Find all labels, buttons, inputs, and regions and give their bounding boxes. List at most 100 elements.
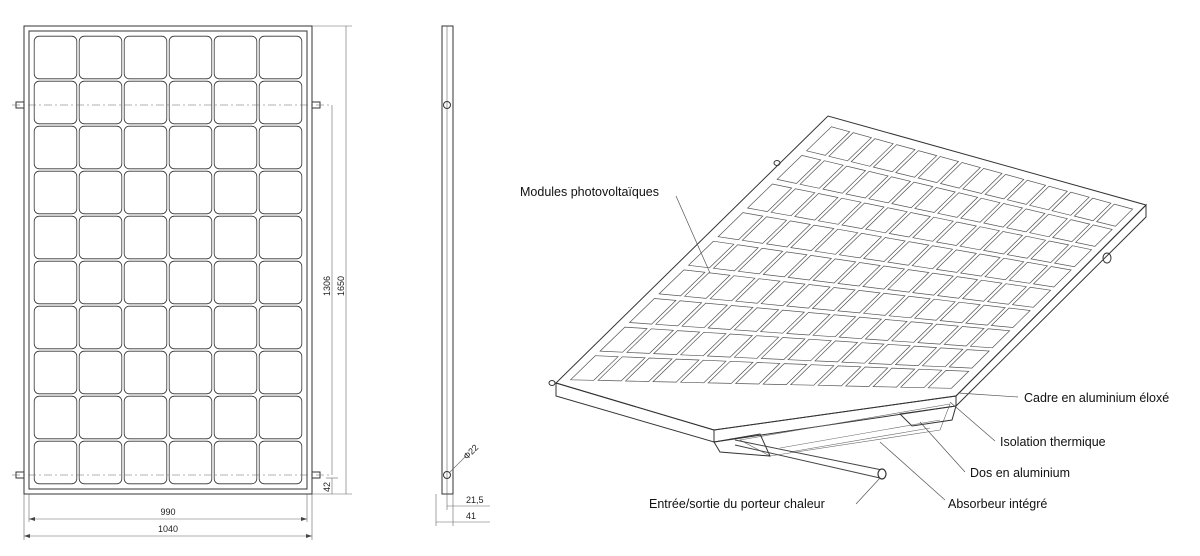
iso-cell	[927, 370, 970, 389]
front-cell	[258, 260, 303, 305]
iso-cell	[943, 326, 985, 347]
iso-cell	[687, 240, 735, 269]
iso-cell	[762, 363, 808, 385]
iso-cell	[814, 340, 859, 363]
iso-cell	[868, 176, 912, 204]
front-cell	[213, 170, 258, 215]
iso-cell	[960, 197, 1001, 223]
front-cell	[258, 305, 303, 350]
iso-cell	[569, 355, 619, 381]
iso-cell	[862, 265, 906, 290]
iso-cell	[679, 331, 727, 357]
iso-cell	[1074, 224, 1113, 247]
iso-cell	[759, 309, 806, 334]
dim-990: 990	[160, 507, 175, 517]
front-cell	[78, 395, 123, 440]
front-cell	[33, 215, 78, 260]
iso-cell	[1032, 266, 1072, 288]
iso-cell	[986, 283, 1028, 305]
iso-pin	[1102, 252, 1112, 264]
front-cell	[78, 350, 123, 395]
front-cell	[213, 305, 258, 350]
iso-cell	[965, 304, 1006, 326]
label-heat-carrier-port: Entrée/sortie du porteur chaleur	[649, 497, 825, 511]
front-cell	[33, 260, 78, 305]
front-cell	[33, 350, 78, 395]
label-pv-modules: Modules photovoltaïques	[520, 185, 659, 199]
front-cell	[123, 440, 168, 485]
iso-cell	[626, 328, 675, 354]
iso-cell	[817, 365, 862, 387]
front-cell	[123, 215, 168, 260]
front-cell-grid	[33, 35, 303, 485]
front-cell	[258, 170, 303, 215]
iso-cell	[681, 302, 729, 329]
iso-cell	[984, 174, 1025, 200]
side-profile	[441, 25, 454, 495]
iso-cell	[1028, 213, 1068, 238]
iso-cell	[762, 251, 808, 278]
iso-cell	[1030, 240, 1070, 263]
front-cell	[33, 35, 78, 80]
iso-cell	[760, 337, 806, 360]
front-cell	[258, 80, 303, 125]
iso-cell	[654, 300, 703, 327]
label-aluminium-back: Dos en aluminium	[970, 466, 1070, 480]
iso-cell	[837, 290, 881, 314]
iso-cell	[812, 314, 857, 338]
iso-cell	[1005, 208, 1046, 233]
front-cell	[168, 125, 213, 170]
front-cell	[258, 350, 303, 395]
iso-cell	[765, 220, 811, 248]
front-cell	[168, 440, 213, 485]
front-cell	[33, 395, 78, 440]
side-pipe-top	[443, 101, 451, 109]
front-cell	[33, 125, 78, 170]
iso-cell	[735, 278, 781, 304]
front-cell	[123, 395, 168, 440]
front-cell	[33, 170, 78, 215]
front-cell	[168, 170, 213, 215]
iso-cell	[864, 207, 908, 234]
front-cell	[123, 260, 168, 305]
front-cell	[123, 350, 168, 395]
front-cell	[78, 80, 123, 125]
side-pipe-bottom	[443, 471, 451, 479]
iso-cell	[812, 258, 857, 284]
iso-cell	[841, 342, 885, 364]
label-aluminium-frame: Cadre en aluminium éloxé	[1024, 391, 1169, 405]
iso-cell	[787, 338, 833, 362]
iso-cell	[935, 221, 978, 246]
front-cell	[258, 440, 303, 485]
dim-41: 41	[466, 511, 476, 521]
iso-cell	[628, 298, 677, 325]
front-cell	[168, 80, 213, 125]
insulation-block	[713, 433, 771, 457]
pipe-port	[877, 468, 887, 480]
iso-cell	[959, 226, 1001, 251]
iso-cell	[712, 244, 759, 272]
iso-cell	[1006, 235, 1047, 259]
leader-lines	[675, 195, 1019, 505]
iso-cell	[982, 231, 1024, 255]
iso-cell	[888, 295, 931, 319]
iso-cell	[787, 255, 833, 281]
iso-cell	[1051, 219, 1091, 242]
iso-cell	[1006, 179, 1047, 205]
iso-cell	[707, 305, 754, 330]
iso-cell	[914, 187, 956, 213]
front-cell	[33, 80, 78, 125]
iso-cell	[733, 307, 780, 332]
front-cell	[213, 440, 258, 485]
front-cell	[123, 125, 168, 170]
iso-cell	[990, 307, 1031, 328]
iso-cell	[707, 360, 754, 384]
front-cell	[33, 305, 78, 350]
iso-cell	[746, 183, 793, 212]
iso-cell	[770, 188, 816, 217]
iso-cell	[599, 326, 648, 353]
iso-cell	[652, 330, 701, 355]
front-cell	[258, 395, 303, 440]
front-outer-frame	[23, 25, 313, 495]
